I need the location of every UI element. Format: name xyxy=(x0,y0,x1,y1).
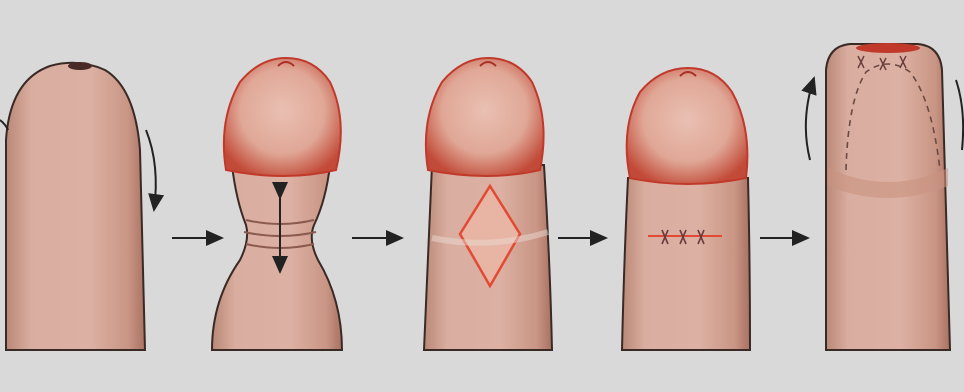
glans xyxy=(224,58,341,176)
curved-arrow-icon xyxy=(806,78,814,160)
glans xyxy=(426,58,544,176)
step-5-foreskin-advanced xyxy=(806,43,963,350)
step-1-uncircumcised xyxy=(0,62,156,350)
preputial-opening xyxy=(68,62,92,70)
preputial-opening xyxy=(856,43,920,53)
step-4-transverse-sutures xyxy=(622,68,750,350)
step-2-phimotic-ring xyxy=(212,58,342,350)
curved-arrow-icon xyxy=(146,130,156,210)
curved-arrow-icon xyxy=(956,80,963,150)
step-3-diamond-incision xyxy=(424,58,552,350)
glans xyxy=(627,68,748,184)
